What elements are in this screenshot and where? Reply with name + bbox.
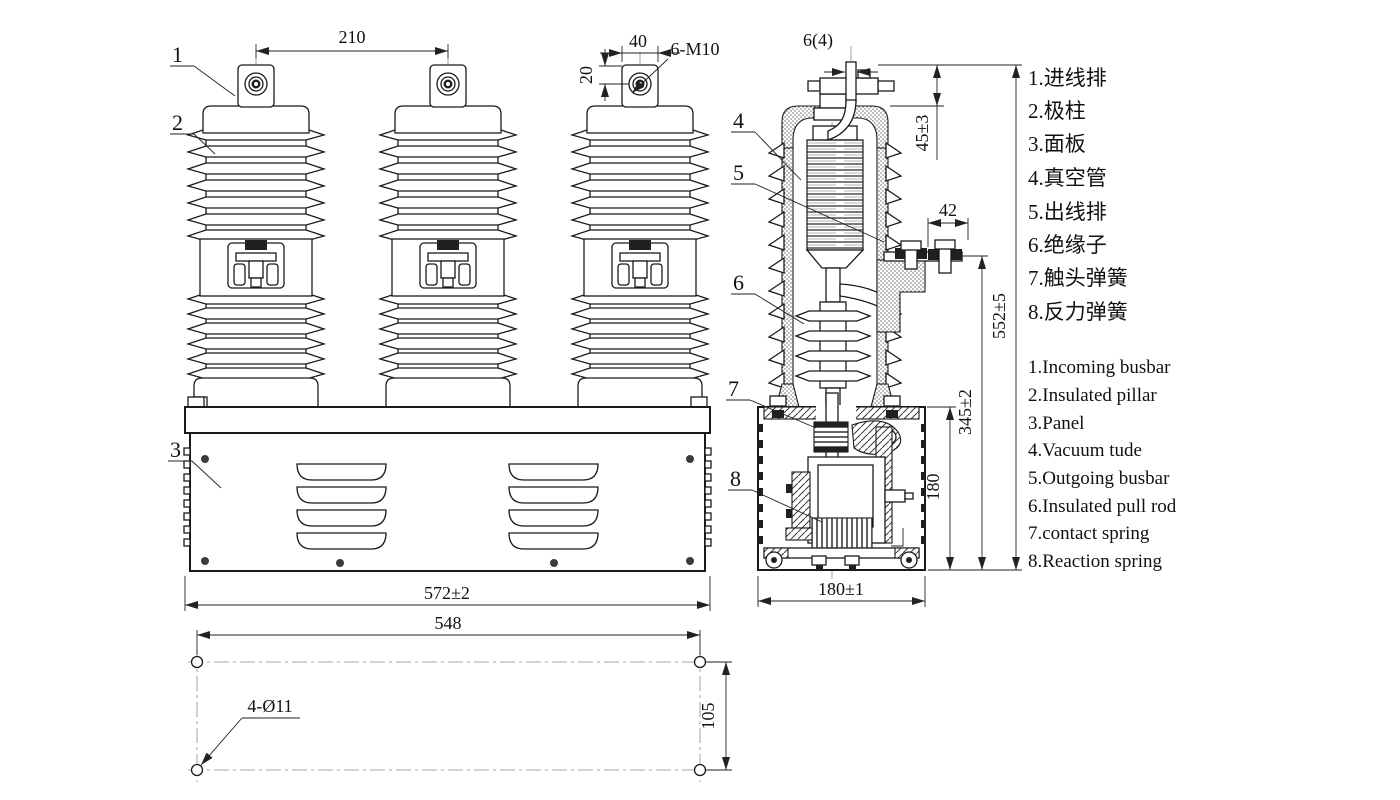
callout-6: 6	[733, 270, 744, 295]
dim-mount-pitch-x: 548	[435, 613, 462, 633]
legend-cn-item: 8.反力弹簧	[1028, 300, 1128, 324]
section-view: 6(4) 45±3 42 180 345±2 552±5 180±1	[757, 30, 1022, 607]
front-dimensions: 210 40 20 6-M10 572±2	[184, 27, 720, 611]
dim-frame-depth: 180±1	[818, 579, 864, 599]
section-dimensions: 6(4) 45±3 42 180 345±2 552±5 180±1	[757, 30, 1022, 607]
side-serrations	[183, 447, 712, 547]
callout-2: 2	[172, 110, 183, 135]
dim-overall-height: 552±5	[989, 293, 1009, 339]
pole-1	[188, 52, 324, 410]
legend-english: 1.Incoming busbar 2.Insulated pillar 3.P…	[1028, 357, 1177, 572]
legend-cn-item: 3.面板	[1028, 132, 1086, 156]
mounting-plan: 548 105 4-Ø11	[188, 613, 732, 782]
panel-screws	[201, 455, 694, 567]
legend-cn-item: 5.出线排	[1028, 200, 1107, 224]
pole-2	[380, 52, 516, 410]
legend-en-item: 2.Insulated pillar	[1028, 385, 1157, 406]
dim-mount-pitch-y: 105	[698, 703, 718, 730]
legend-cn-item: 7.触头弹簧	[1028, 266, 1128, 290]
callout-7: 7	[728, 376, 739, 401]
dim-busbar-thickness: 6(4)	[803, 30, 833, 51]
wall-serrations	[759, 424, 925, 544]
legend-en-item: 5.Outgoing busbar	[1028, 468, 1170, 489]
outgoing-busbar-assembly	[839, 239, 988, 333]
callouts: 1 2 3 4 5 6 7 8	[168, 42, 885, 523]
legend-cn-item: 1.进线排	[1028, 66, 1107, 90]
louver-group-left	[296, 463, 387, 550]
outgoing-insulator-1	[895, 240, 927, 270]
front-view: 210 40 20 6-M10 572±2	[183, 27, 720, 611]
dim-frame-height: 180	[923, 474, 943, 501]
label-thread-spec: 6-M10	[671, 39, 720, 59]
dim-pad-width: 40	[629, 31, 647, 51]
mount-hole	[693, 655, 707, 669]
pole-3	[572, 52, 708, 410]
incoming-busbar	[807, 61, 895, 141]
legend-en-item: 1.Incoming busbar	[1028, 357, 1171, 378]
dim-pad-bolt-offset: 20	[576, 66, 596, 84]
reaction-spring	[811, 517, 873, 549]
legend-cn-item: 2.极柱	[1028, 99, 1086, 123]
legend-cn-item: 4.真空管	[1028, 166, 1107, 190]
callout-3: 3	[170, 437, 181, 462]
legend-cn-item: 6.绝缘子	[1028, 233, 1107, 257]
louver-group-right	[508, 463, 599, 550]
callout-4: 4	[733, 108, 744, 133]
legend-en-item: 6.Insulated pull rod	[1028, 496, 1177, 517]
dim-body-width: 572±2	[424, 583, 470, 603]
dim-pole-assembly-height: 345±2	[955, 389, 975, 435]
contact-spring	[813, 421, 849, 453]
callout-5: 5	[733, 160, 744, 185]
legend-en-item: 3.Panel	[1028, 413, 1084, 434]
callout-1: 1	[172, 42, 183, 67]
dim-pole-pitch: 210	[339, 27, 366, 47]
legend-en-item: 7.contact spring	[1028, 523, 1150, 544]
dim-top-clearance: 45±3	[912, 115, 932, 152]
mechanism-box-section	[757, 392, 926, 571]
callout-8: 8	[730, 466, 741, 491]
outgoing-insulator-2	[928, 239, 962, 274]
mechanism-body	[183, 396, 712, 572]
legend-en-item: 8.Reaction spring	[1028, 551, 1163, 572]
dim-outgoing-pitch: 42	[939, 200, 957, 220]
vacuum-interrupter	[805, 125, 865, 303]
mount-hole	[190, 763, 204, 777]
legend-chinese: 1.进线排 2.极柱 3.面板 4.真空管 5.出线排 6.绝缘子 7.触头弹簧…	[1028, 66, 1128, 324]
mount-hole	[190, 655, 204, 669]
label-mount-holes: 4-Ø11	[247, 696, 292, 716]
legend-en-item: 4.Vacuum tude	[1028, 440, 1142, 461]
mount-hole	[693, 763, 707, 777]
